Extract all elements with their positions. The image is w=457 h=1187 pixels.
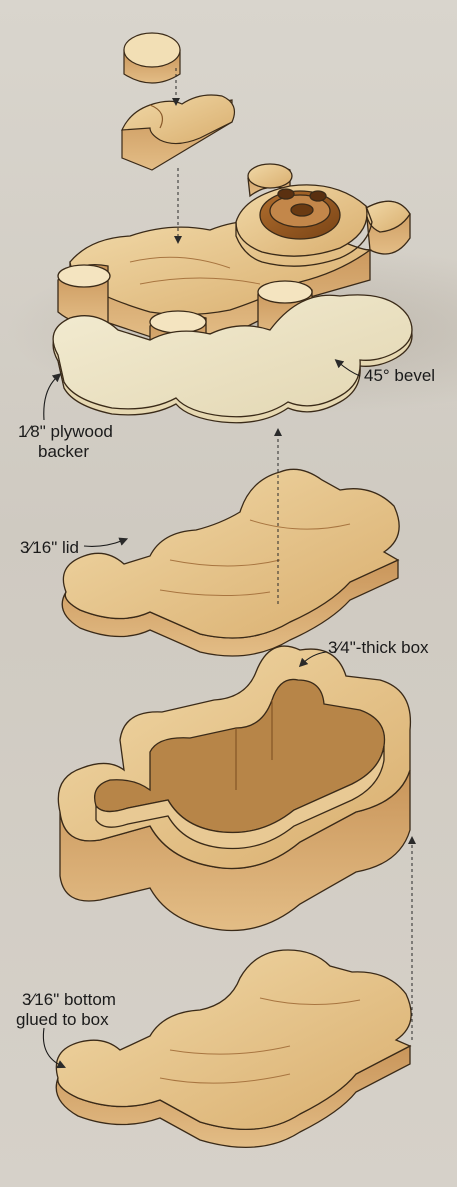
label-plywood-backer-line1: 1⁄8" plywood: [18, 422, 113, 441]
bottom-piece: [56, 950, 411, 1147]
leader-backer: [44, 376, 58, 420]
thick-box-piece: [58, 646, 410, 930]
label-box: 3⁄4"-thick box: [328, 638, 429, 657]
label-bottom-line1: 3⁄16" bottom: [22, 990, 116, 1009]
label-bevel: 45° bevel: [364, 366, 435, 385]
label-plywood-backer-line2: backer: [38, 442, 89, 461]
leader-lid: [84, 540, 124, 546]
head-block-piece: [122, 95, 234, 170]
ear-plug-piece: [124, 33, 180, 83]
label-lid: 3⁄16" lid: [20, 538, 79, 557]
label-bottom-line2: glued to box: [16, 1010, 109, 1029]
lid-piece: [62, 469, 399, 656]
